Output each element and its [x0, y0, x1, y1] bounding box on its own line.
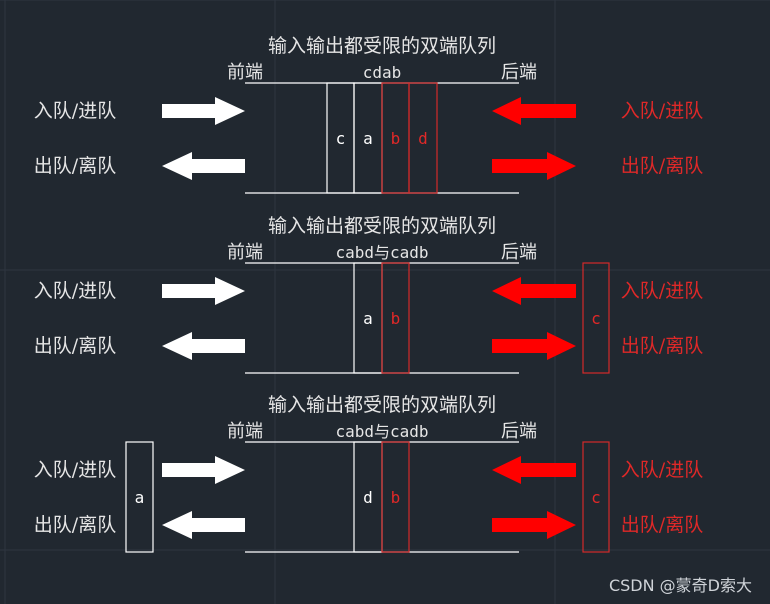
rear-end-label: 后端 — [501, 421, 537, 442]
left-enqueue-label: 入队/进队 — [34, 280, 116, 302]
left-enqueue-arrow-icon — [162, 456, 245, 484]
cell-label: b — [391, 309, 401, 328]
outside-box — [582, 441, 610, 553]
cell-box — [381, 262, 410, 374]
front-end-label: 前端 — [227, 62, 263, 83]
panel-title: 输入输出都受限的双端队列 — [268, 394, 496, 416]
queue-cell: b — [381, 441, 410, 553]
outside-label: c — [591, 488, 601, 507]
left-dequeue-label: 出队/离队 — [34, 155, 116, 177]
right-dequeue-label: 出队/离队 — [621, 335, 703, 357]
front-end-label: 前端 — [227, 421, 263, 442]
right-dequeue-label: 出队/离队 — [621, 514, 703, 536]
cell-label: b — [391, 488, 401, 507]
right-enqueue-label: 入队/进队 — [621, 459, 703, 481]
right-enqueue-arrow-icon — [492, 97, 576, 125]
queue-cell: b — [381, 262, 410, 374]
left-enqueue-arrow-icon — [162, 277, 245, 305]
queue-cell: d — [353, 441, 383, 553]
cell-label: d — [363, 488, 373, 507]
panel-title: 输入输出都受限的双端队列 — [268, 215, 496, 237]
right-dequeue-arrow-icon — [492, 332, 576, 360]
rear-end-label: 后端 — [501, 62, 537, 83]
right-dequeue-label: 出队/离队 — [621, 155, 703, 177]
right-dequeue-arrow-icon — [492, 511, 576, 539]
left-outside-element: a — [125, 441, 154, 553]
cell-box — [408, 82, 438, 194]
right-enqueue-arrow-icon — [492, 277, 576, 305]
right-outside-element: c — [582, 262, 610, 374]
deque-panel-2: 输入输出都受限的双端队列 前端 cabd与cadb 后端 a b c 入队/进队… — [34, 215, 703, 374]
right-outside-element: c — [582, 441, 610, 553]
queue-cell: a — [353, 82, 383, 194]
sequence-label: cabd与cadb — [335, 422, 428, 441]
deque-panel-1: 输入输出都受限的双端队列 前端 cdab 后端 c a b d 入队/进队 出队… — [34, 35, 703, 194]
cell-label: a — [363, 309, 373, 328]
cell-label: b — [391, 129, 401, 148]
front-end-label: 前端 — [227, 242, 263, 263]
outside-box — [582, 262, 610, 374]
sequence-label: cdab — [363, 63, 402, 82]
right-enqueue-label: 入队/进队 — [621, 100, 703, 122]
cell-box — [381, 441, 410, 553]
right-enqueue-label: 入队/进队 — [621, 280, 703, 302]
outside-label: a — [135, 488, 145, 507]
outside-label: c — [591, 309, 601, 328]
rear-end-label: 后端 — [501, 242, 537, 263]
queue-cell: c — [326, 82, 355, 194]
deque-panel-3: 输入输出都受限的双端队列 前端 cabd与cadb 后端 d b a c 入队/… — [34, 394, 703, 553]
left-enqueue-arrow-icon — [162, 97, 245, 125]
watermark-text: CSDN @蒙奇D索大 — [609, 576, 752, 595]
right-enqueue-arrow-icon — [492, 456, 576, 484]
panel-title: 输入输出都受限的双端队列 — [268, 35, 496, 57]
left-enqueue-label: 入队/进队 — [34, 100, 116, 122]
left-dequeue-arrow-icon — [162, 511, 245, 539]
sequence-label: cabd与cadb — [335, 243, 428, 262]
queue-cell: b — [381, 82, 410, 194]
queue-cell: d — [408, 82, 438, 194]
cell-label: c — [336, 129, 346, 148]
left-dequeue-arrow-icon — [162, 152, 245, 180]
queue-cell: a — [353, 262, 383, 374]
left-dequeue-label: 出队/离队 — [34, 514, 116, 536]
right-dequeue-arrow-icon — [492, 152, 576, 180]
left-dequeue-arrow-icon — [162, 332, 245, 360]
cell-label: a — [363, 129, 373, 148]
cell-label: d — [418, 129, 428, 148]
outside-box — [125, 441, 154, 553]
left-dequeue-label: 出队/离队 — [34, 335, 116, 357]
left-enqueue-label: 入队/进队 — [34, 459, 116, 481]
